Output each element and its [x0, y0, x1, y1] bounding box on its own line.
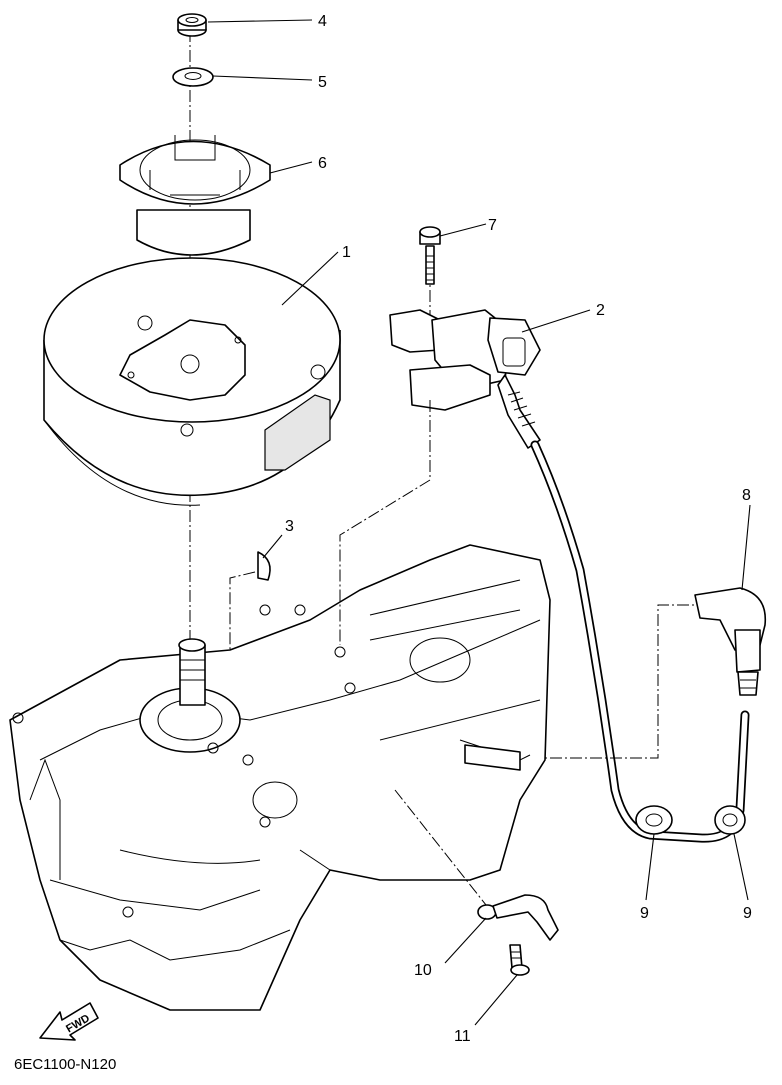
flywheel-rotor: [43, 257, 341, 506]
callout-label-8: 8: [742, 487, 751, 504]
coil-mount-line: [339, 400, 431, 645]
flywheel-washer: [172, 67, 214, 87]
lead-grommet-right: [714, 805, 746, 835]
spark-plug-lead-core: [532, 442, 748, 841]
callout-label-10: 10: [414, 962, 432, 979]
callout-label-1: 1: [342, 244, 351, 261]
spark-plug-cap: [694, 587, 767, 696]
callout-label-7: 7: [488, 217, 497, 234]
callout-label-3: 3: [285, 518, 294, 535]
ground-lead-clamp: [477, 894, 559, 941]
callout-leaders: [207, 19, 751, 1026]
diagram-code: 6EC1100-N120: [14, 1056, 117, 1073]
coil-bolt: [419, 226, 441, 285]
flywheel-nut: [177, 13, 207, 37]
key-axis-line: [229, 571, 256, 650]
callout-label-5: 5: [318, 74, 327, 91]
callout-labels: 4 5 6 1 7 2 3 8 9 9 10 11: [285, 13, 752, 1045]
spark-plug-lead: [530, 440, 750, 843]
woodruff-key: [257, 551, 271, 581]
callout-label-11: 11: [454, 1028, 471, 1045]
callout-label-9-right: 9: [743, 905, 752, 922]
lead-grommet-left: [635, 805, 673, 835]
callout-label-4: 4: [318, 13, 327, 30]
starter-pulley: [119, 135, 271, 256]
callout-label-6: 6: [318, 155, 327, 172]
ignition-coil: [389, 309, 541, 449]
ground-screw: [509, 944, 530, 976]
callout-label-9-left: 9: [640, 905, 649, 922]
lead-routing-line: [530, 604, 695, 759]
ground-lead-line: [394, 789, 491, 911]
powerhead-block: [9, 544, 551, 1011]
callout-label-2: 2: [596, 302, 605, 319]
fwd-direction-arrow: FWD: [39, 1002, 99, 1041]
